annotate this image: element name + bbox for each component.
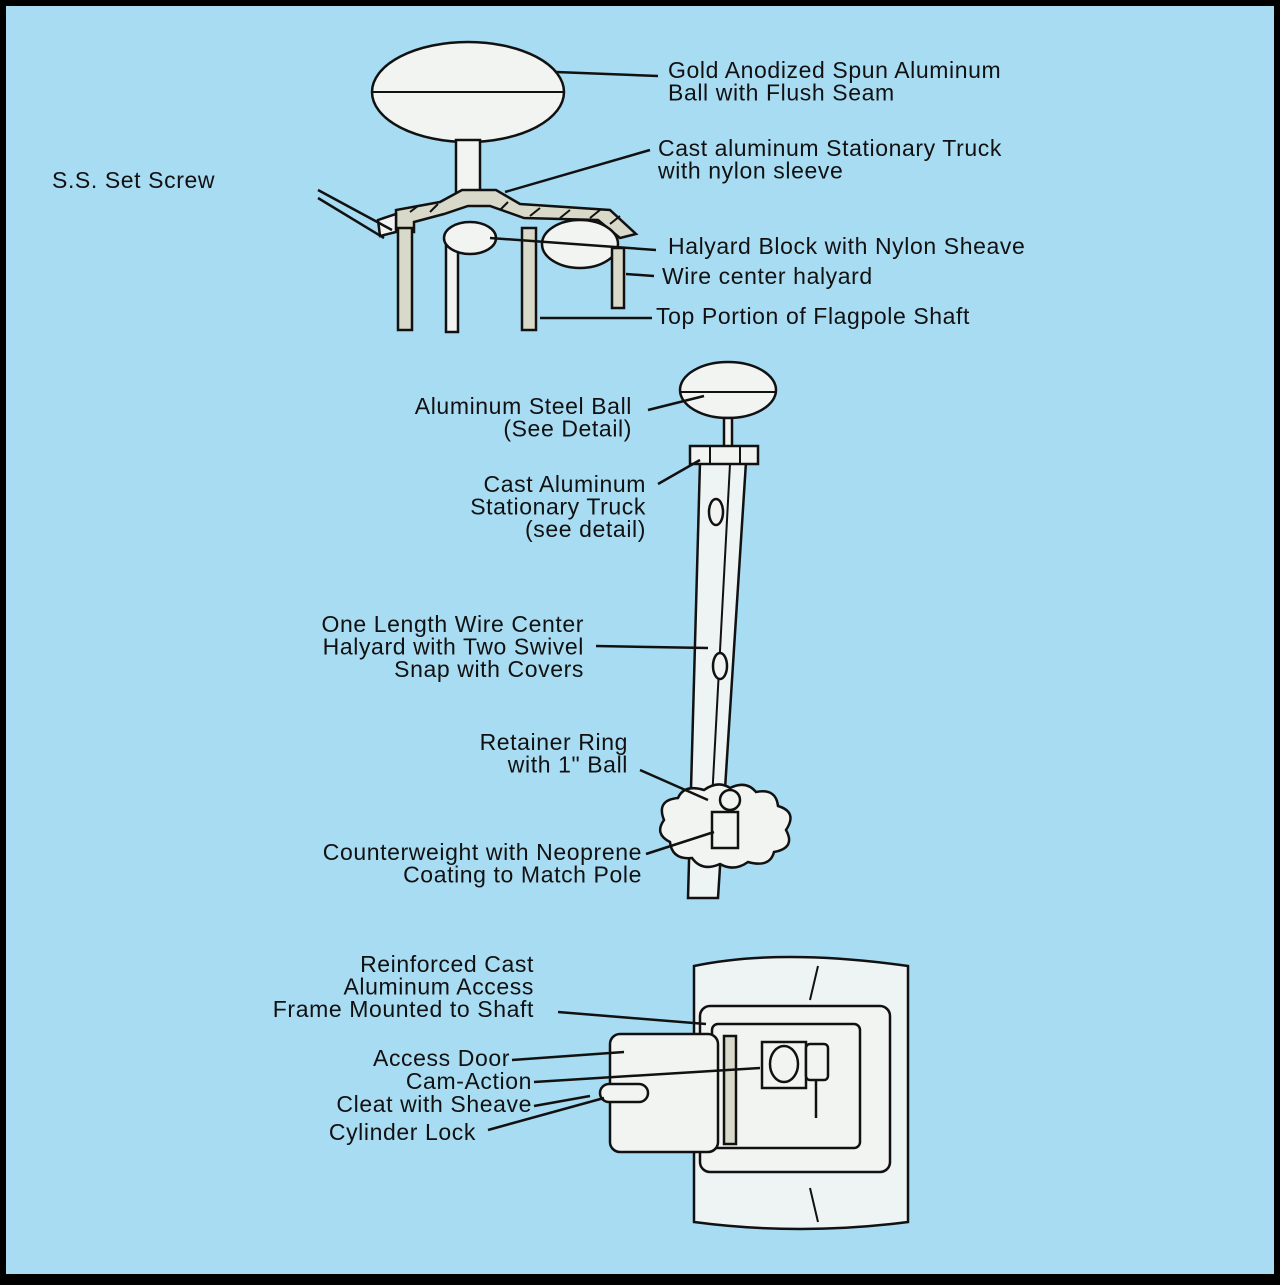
leader-set-screw-2 xyxy=(317,196,385,240)
label-steel-ball: Aluminum Steel Ball(See Detail) xyxy=(415,393,632,442)
shaft-crease-bottom xyxy=(809,1187,819,1223)
swivel-snap-2 xyxy=(711,651,729,681)
cleat-bolt xyxy=(804,1042,830,1082)
leader-set-screw-1 xyxy=(317,188,393,232)
top-detail-drawing xyxy=(370,40,639,334)
truck-hatching xyxy=(409,201,621,225)
label-line: (see detail) xyxy=(525,516,646,542)
leader-counterweight xyxy=(645,830,715,856)
label-line: One Length Wire Center xyxy=(322,611,585,637)
leader-lock xyxy=(487,1096,605,1132)
leader-pole-truck xyxy=(657,458,701,486)
steel-ball xyxy=(678,360,778,420)
label-line: Retainer Ring xyxy=(480,729,628,755)
label-cylinder-lock: Cylinder Lock xyxy=(329,1119,476,1145)
label-line: Stationary Truck xyxy=(470,494,646,520)
leader-cam xyxy=(533,1066,761,1084)
label-access-door: Access Door xyxy=(373,1045,510,1071)
label-line: Frame Mounted to Shaft xyxy=(273,996,534,1022)
label-line: with 1" Ball xyxy=(507,752,628,778)
door-hinge xyxy=(722,1034,738,1146)
wire-halyard xyxy=(610,246,626,310)
shaft-right-wall xyxy=(520,226,538,332)
label-flagpole-shaft: Top Portion of Flagpole Shaft xyxy=(656,303,970,329)
label-line: with nylon sleeve xyxy=(657,158,843,184)
halyard-block xyxy=(442,220,498,256)
leader-wire-halyard xyxy=(625,272,655,278)
leader-halyard xyxy=(595,644,709,650)
shaft-left-wall xyxy=(396,226,414,332)
top-detail-leaders xyxy=(317,70,659,320)
label-line: (See Detail) xyxy=(503,416,632,442)
shaft-crease-top xyxy=(809,965,819,1001)
leader-halyard-block xyxy=(489,236,657,252)
leader-retainer xyxy=(639,768,709,802)
steel-ball-stem xyxy=(722,416,734,450)
retainer-ball xyxy=(718,788,742,812)
cylinder-lock xyxy=(598,1082,650,1104)
swivel-snap-1 xyxy=(707,497,725,527)
label-halyard-block: Halyard Block with Nylon Sheave xyxy=(668,233,1025,259)
label-line: Ball with Flush Seam xyxy=(668,80,895,106)
counterweight xyxy=(710,810,740,850)
label-line: Coating to Match Pole xyxy=(403,862,642,888)
stationary-truck xyxy=(394,188,639,240)
label-line: Reinforced Cast xyxy=(360,951,534,977)
access-leaders xyxy=(487,1010,761,1132)
label-wire-halyard: Wire center halyard xyxy=(662,263,873,289)
pole-halyard-wire xyxy=(711,463,731,801)
ball-stem xyxy=(454,138,482,200)
leader-door xyxy=(511,1050,625,1062)
leader-cleat xyxy=(533,1094,591,1108)
leader-ball xyxy=(555,70,659,78)
label-cleat-sheave: Cleat with Sheave xyxy=(336,1091,532,1117)
label-line: Counterweight with Neoprene xyxy=(323,839,642,865)
label-line: Gold Anodized Spun Aluminum xyxy=(668,57,1001,83)
label-set-screw: S.S. Set Screw xyxy=(52,167,215,193)
pole-leaders xyxy=(595,394,715,856)
pole-drawing xyxy=(658,360,792,900)
label-line: Halyard with Two Swivel xyxy=(323,634,584,660)
label-line: Snap with Covers xyxy=(394,656,584,682)
cleat-sheave xyxy=(768,1044,800,1084)
label-line: Aluminum Steel Ball xyxy=(415,393,632,419)
leader-steel-ball xyxy=(647,394,705,412)
center-halyard-tube xyxy=(444,242,460,334)
label-line: Cast aluminum Stationary Truck xyxy=(658,135,1002,161)
label-line: Cast Aluminum xyxy=(484,471,646,497)
leader-frame xyxy=(557,1010,707,1026)
label-cam-action: Cam-Action xyxy=(406,1068,532,1094)
label-line: Aluminum Access xyxy=(343,974,534,1000)
leader-truck xyxy=(504,148,651,194)
access-drawing xyxy=(598,955,910,1231)
